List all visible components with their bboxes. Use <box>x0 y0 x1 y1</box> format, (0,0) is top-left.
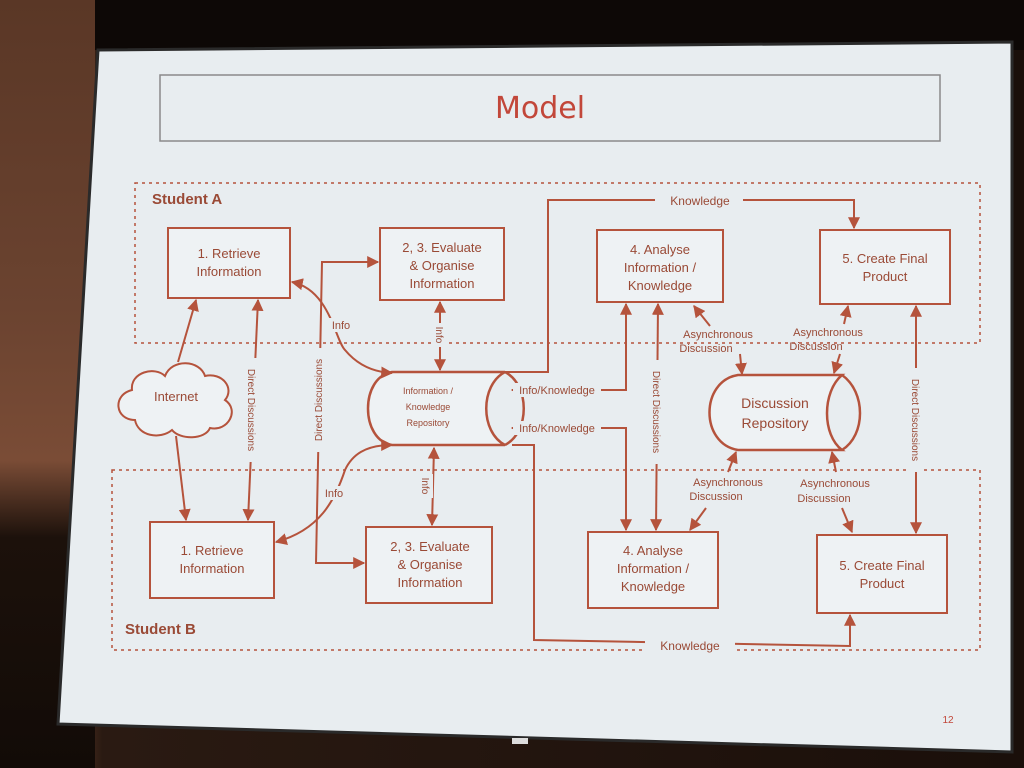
async-a-analyse-start <box>693 305 706 319</box>
async-1-line1: Asynchronous <box>683 329 753 341</box>
discussion-repository-node: Discussion Repository <box>708 373 862 452</box>
cloud-shape <box>117 362 233 439</box>
info-knowledge-1-label: Info/Knowledge <box>519 385 595 397</box>
b-create-line2: Product <box>860 576 905 591</box>
direct-discussions-4-label: Direct Discussions <box>909 379 920 461</box>
title-box <box>159 74 941 142</box>
async-1-line2: Discussion <box>679 343 732 355</box>
async-a-create-top <box>839 304 852 325</box>
a-evaluate-line1: 2, 3. Evaluate <box>402 240 482 255</box>
async-a-create-bottom <box>831 353 843 375</box>
internet-label: Internet <box>154 389 198 404</box>
a-analyse-line2: Information / <box>624 260 697 275</box>
page-number: 12 <box>942 715 954 726</box>
direct-discussions-3-label: Direct Discussions <box>650 371 661 453</box>
b-evaluate-node: 2, 3. Evaluate & Organise Information <box>365 526 493 604</box>
async-2-line1: Asynchronous <box>793 327 863 339</box>
async-b-analyse-top <box>726 450 738 473</box>
info-repo-line3: Repository <box>406 418 450 428</box>
info-b-label: Info <box>325 488 343 500</box>
b-analyse-line3: Knowledge <box>621 579 685 594</box>
internet-to-a-retrieve <box>177 298 199 363</box>
discussion-repo-line2: Repository <box>742 415 809 431</box>
student-a-zone <box>134 182 981 344</box>
async-4-line1: Asynchronous <box>800 478 870 490</box>
async-4-line2: Discussion <box>797 493 850 505</box>
a-evaluate-line3: Information <box>409 276 474 291</box>
a-analyse-node: 4. Analyse Information / Knowledge <box>596 229 724 303</box>
info-vert-a-label: Info <box>433 327 444 344</box>
b-create-node: 5. Create Final Product <box>816 534 948 614</box>
wall-top <box>0 0 1024 50</box>
knowledge-top-label: Knowledge <box>670 194 730 208</box>
info-repository-node: Information / Knowledge Repository <box>366 370 525 447</box>
info-repo-line1: Information / <box>403 386 454 396</box>
b-retrieve-node: 1. Retrieve Information <box>149 521 275 599</box>
a-create-node: 5. Create Final Product <box>819 229 951 305</box>
async-3-line1: Asynchronous <box>693 477 763 489</box>
a-evaluate-line2: & Organise <box>409 258 474 273</box>
async-3-line2: Discussion <box>689 491 742 503</box>
b-evaluate-line1: 2, 3. Evaluate <box>390 539 470 554</box>
discussion-repo-line1: Discussion <box>741 395 809 411</box>
a-info-curve <box>290 278 394 379</box>
b-analyse-node: 4. Analyse Information / Knowledge <box>587 531 719 609</box>
info-knowledge-2-label: Info/Knowledge <box>519 423 595 435</box>
async-b-create-bottom <box>841 507 854 534</box>
async-2-line2: Discussion <box>789 341 842 353</box>
screen-border <box>56 40 1014 754</box>
direct-discussions-2-label: Direct Discussions <box>314 359 325 441</box>
info-vert-b-label: Info <box>419 478 430 495</box>
b-evaluate-line3: Information <box>397 575 462 590</box>
connectors <box>175 199 922 648</box>
a-analyse-line3: Knowledge <box>628 278 692 293</box>
b-evaluate-line2: & Organise <box>397 557 462 572</box>
b-analyse-line1: 4. Analyse <box>623 543 683 558</box>
b-info-curve <box>274 439 394 545</box>
a-create-line1: 5. Create Final <box>842 251 927 266</box>
a-retrieve-node: 1. Retrieve Information <box>167 227 291 299</box>
info-repo-line2: Knowledge <box>406 402 451 412</box>
slide-title: Model <box>495 91 585 126</box>
b-create-line1: 5. Create Final <box>839 558 924 573</box>
a-retrieve-line2: Information <box>196 264 261 279</box>
student-a-label: Student A <box>152 191 222 208</box>
knowledge-bottom-label: Knowledge <box>660 639 720 653</box>
a-evaluate-node: 2, 3. Evaluate & Organise Information <box>379 227 505 301</box>
screen-latch <box>512 738 528 744</box>
a-create-line2: Product <box>863 269 908 284</box>
b-retrieve-line2: Information <box>179 561 244 576</box>
async-b-create-top <box>828 450 841 473</box>
student-b-label: Student B <box>125 621 196 638</box>
direct-discussions-1-label: Direct Discussions <box>245 369 256 451</box>
a-retrieve-line1: 1. Retrieve <box>198 246 261 261</box>
internet-cloud-node: Internet <box>117 362 233 439</box>
info-a-label: Info <box>332 320 350 332</box>
internet-to-b-retrieve <box>175 435 191 522</box>
a-analyse-line1: 4. Analyse <box>630 242 690 257</box>
async-b-analyse-bottom <box>689 507 707 531</box>
b-analyse-line2: Information / <box>617 561 690 576</box>
b-retrieve-line1: 1. Retrieve <box>181 543 244 558</box>
